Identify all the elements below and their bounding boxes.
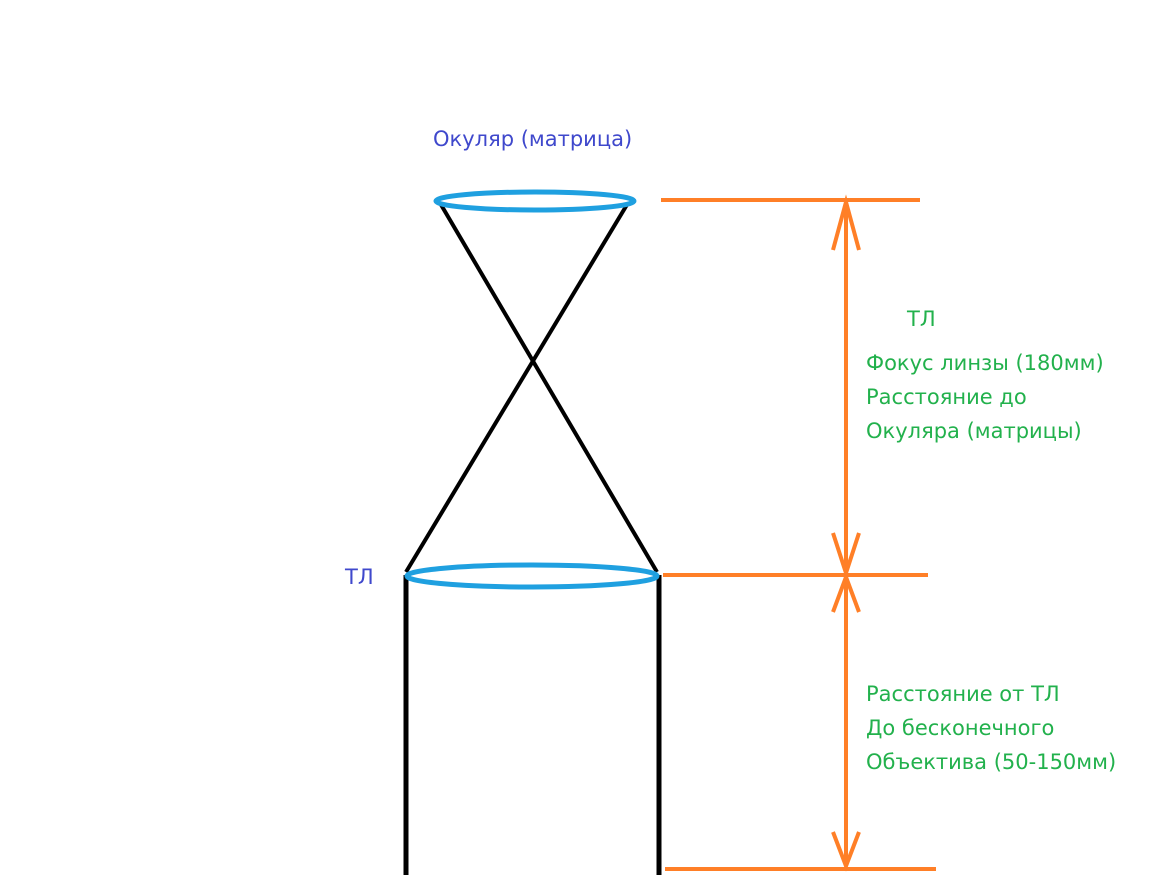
upper-annotation: Фокус линзы (180мм) Расстояние до Окуляр… bbox=[866, 346, 1104, 448]
eyepiece-label: Окуляр (матрица) bbox=[433, 127, 633, 151]
eyepiece-lens bbox=[433, 189, 637, 213]
lower-annotation-line-2: До бесконечного bbox=[866, 716, 1055, 740]
ray-left-to-right bbox=[404, 201, 630, 574]
tube-lens-label-right: ТЛ bbox=[907, 307, 936, 331]
upper-annotation-line-3: Окуляра (матрицы) bbox=[866, 419, 1082, 443]
lower-annotation: Расстояние от ТЛ До бесконечного Объекти… bbox=[866, 677, 1116, 779]
ray-right-to-left bbox=[438, 201, 659, 574]
lower-annotation-line-3: Объектива (50-150мм) bbox=[866, 750, 1117, 774]
upper-annotation-line-2: Расстояние до bbox=[866, 385, 1027, 409]
lower-annotation-line-1: Расстояние от ТЛ bbox=[866, 682, 1060, 706]
upper-arrowhead-top bbox=[831, 194, 861, 251]
tube-lens bbox=[404, 562, 660, 590]
lower-arrowhead-top bbox=[831, 571, 861, 613]
tube-lens-label-left: ТЛ bbox=[345, 565, 374, 589]
upper-annotation-line-1: Фокус линзы (180мм) bbox=[866, 351, 1104, 375]
lower-arrowhead-bottom bbox=[831, 831, 861, 872]
